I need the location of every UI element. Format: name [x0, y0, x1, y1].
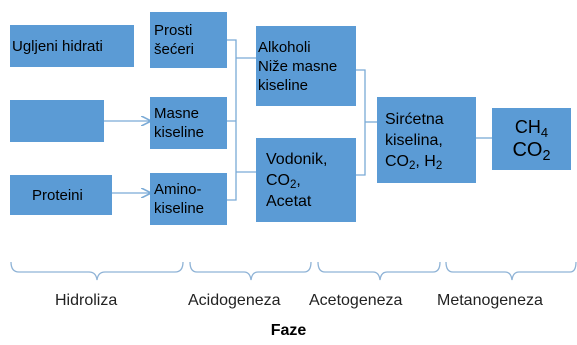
alcohols-line-1: Alkoholi: [258, 38, 311, 56]
phase-hydrolysis: Hidroliza: [55, 292, 118, 309]
footer-title: Faze: [270, 322, 307, 339]
amino-acids-line-2: kiseline: [154, 200, 205, 217]
amino-acids-line-1: Amino-: [154, 181, 202, 198]
brace-acidogenesis: [189, 261, 312, 281]
fats-box: [10, 100, 104, 142]
fatty-acids-line-2: kiseline: [154, 124, 205, 141]
acetic-line-2: kiselina,: [385, 131, 443, 149]
products-co2-text: CO: [512, 139, 543, 161]
hydrogen-box: Vodonik, CO2, Acetat: [256, 138, 356, 222]
co2-subscript: 2: [290, 178, 297, 191]
phase-methanogenesis: Metanogeneza: [437, 292, 543, 309]
ch4-line: CH4: [515, 116, 548, 139]
ch4-subscript: 4: [540, 124, 549, 140]
products-box: CH4 CO2: [492, 108, 571, 170]
bracket-acidogenesis: [227, 39, 237, 201]
phase-acetogenesis: Acetogeneza: [309, 292, 403, 309]
brace-acetogenesis: [317, 261, 441, 281]
hydrogen-line-1: Vodonik,: [266, 150, 328, 168]
acetic-acid-box: Sirćetna kiselina, CO2, H2: [377, 97, 476, 183]
ch4-text: CH: [514, 117, 541, 137]
simple-sugars-line-2: šećeri: [154, 41, 195, 58]
fatty-acids-box: Masne kiseline: [150, 97, 227, 149]
acetic-co2-subscript: 2: [409, 159, 416, 172]
bracket-acetogenesis: [356, 69, 366, 176]
co2-text: CO: [266, 171, 290, 189]
products-co2-subscript: 2: [542, 148, 551, 165]
proteins-label: Proteini: [32, 186, 83, 204]
brace-methanogenesis: [445, 261, 577, 281]
alcohols-line-3: kiseline: [258, 76, 309, 94]
simple-sugars-box: Prosti šećeri: [150, 12, 227, 68]
hydrogen-line-2: CO2,: [266, 170, 356, 191]
acetic-separator: ,: [415, 152, 425, 170]
phase-acidogenesis: Acidogeneza: [188, 292, 281, 309]
h2-subscript: 2: [435, 159, 443, 172]
carbohydrates-box: Ugljeni hidrati: [10, 25, 134, 67]
brace-hydrolysis: [10, 261, 184, 281]
amino-acids-box: Amino- kiseline: [150, 173, 227, 225]
products-co2-line: CO2: [512, 139, 551, 165]
hydrogen-line-3: Acetat: [266, 192, 312, 210]
fatty-acids-line-1: Masne: [154, 105, 200, 122]
acetic-line-1: Sirćetna: [385, 110, 444, 128]
alcohols-box: Alkoholi Niže masne kiseline: [256, 26, 356, 106]
carbohydrates-label: Ugljeni hidrati: [12, 37, 103, 55]
alcohols-line-2: Niže masne: [258, 57, 338, 75]
acetic-co2-text: CO: [385, 152, 409, 170]
acetic-line-3: CO2, H2: [385, 151, 476, 172]
h2-text: H: [424, 152, 436, 170]
simple-sugars-line-1: Prosti: [154, 22, 193, 39]
co2-comma: ,: [296, 171, 301, 189]
proteins-box: Proteini: [10, 175, 112, 215]
